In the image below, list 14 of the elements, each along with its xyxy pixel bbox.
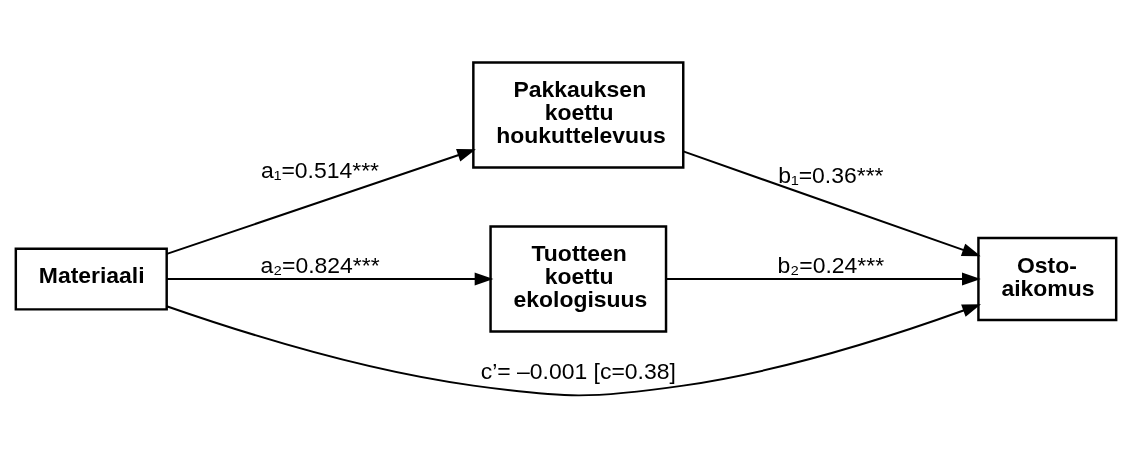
arrow (165, 271, 494, 286)
edge-label: b₁=0.36*** (778, 161, 884, 188)
edge-label: b₂=0.24*** (777, 251, 885, 278)
edge-label: c’= –0.001 [c=0.38] (480, 357, 676, 384)
edge-label: a₂=0.824*** (260, 251, 380, 278)
node-box: Osto- aikomus (977, 236, 1118, 321)
arrow (165, 303, 981, 396)
arrow (665, 271, 981, 286)
arrow (165, 148, 476, 255)
node-box: Materiaali (14, 246, 168, 311)
arrow (682, 149, 981, 256)
edge-label: a₁=0.514*** (260, 156, 380, 183)
node-box: Tuotteen koettu ekologisuus (489, 224, 668, 333)
node-box: Pakkauksen koettu houkuttelevuus (472, 60, 685, 169)
